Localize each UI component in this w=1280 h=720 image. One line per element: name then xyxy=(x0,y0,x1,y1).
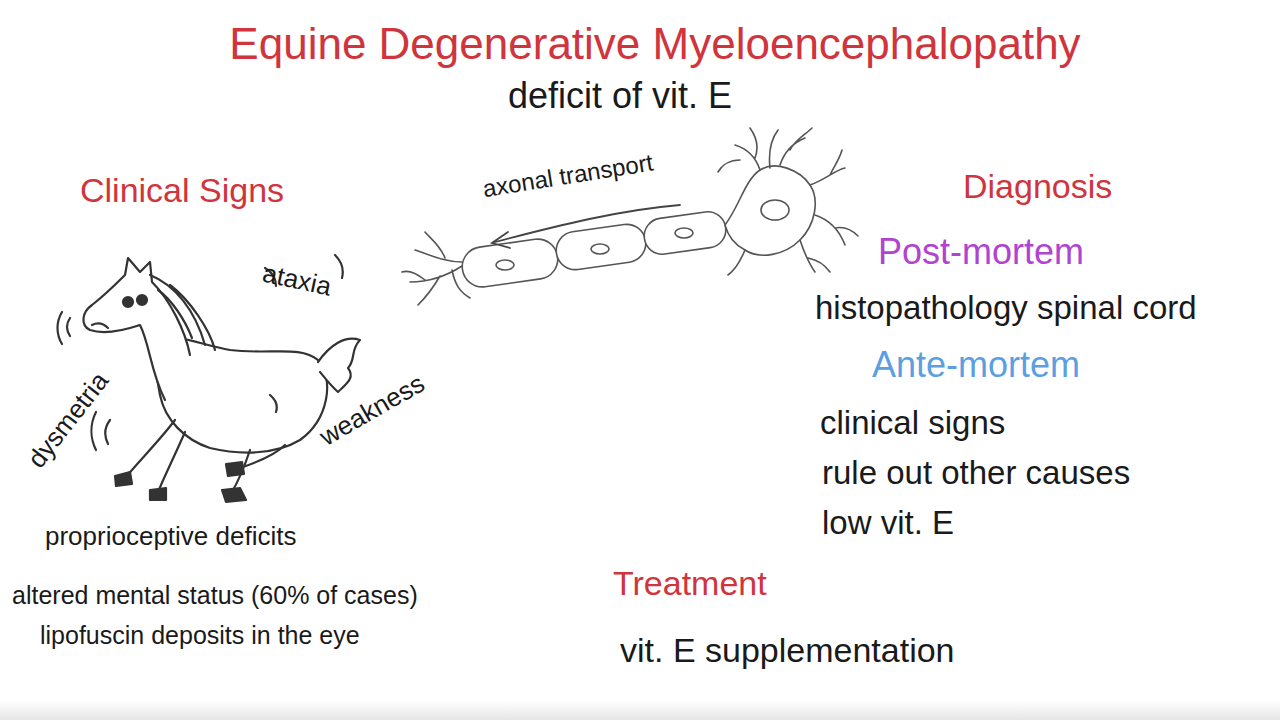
section-heading: Treatment xyxy=(613,565,767,602)
schwann-nucleus xyxy=(675,228,693,238)
sign-label: dysmetria xyxy=(22,367,114,473)
sign-label: proprioceptive deficits xyxy=(45,522,296,551)
cell-body xyxy=(725,166,815,255)
horse-hoof xyxy=(222,488,246,502)
diagnosis-item: clinical signs xyxy=(820,405,1005,441)
diagnosis-item: low vit. E xyxy=(822,505,954,541)
transport-arrowhead xyxy=(492,232,510,248)
horse-hoof xyxy=(115,472,132,486)
section-heading: Diagnosis xyxy=(963,168,1112,205)
motion-lines xyxy=(58,255,343,450)
horse-tail xyxy=(318,339,360,392)
schwann-nucleus xyxy=(496,260,514,270)
section-heading: Clinical Signs xyxy=(80,172,284,209)
cell-nucleus xyxy=(761,200,789,220)
horse-hoof xyxy=(150,488,166,500)
sign-label: altered mental status (60% of cases) xyxy=(12,582,418,610)
horse-mouth xyxy=(92,324,108,328)
horse-eye xyxy=(123,297,133,307)
myelin-sheath xyxy=(554,222,648,272)
title: Equine Degenerative Myeloencephalopathy xyxy=(229,20,1080,68)
subheading: Ante-mortem xyxy=(872,345,1080,385)
horse-hoof xyxy=(226,462,244,476)
dendrites xyxy=(718,128,858,275)
arrow-label: axonal transport xyxy=(481,150,655,203)
diagnosis-item: rule out other causes xyxy=(822,455,1130,491)
subheading: Post-mortem xyxy=(878,232,1084,272)
treatment-item: vit. E supplementation xyxy=(620,632,955,669)
bottom-shade xyxy=(0,700,1280,720)
subtitle: deficit of vit. E xyxy=(508,76,732,116)
sign-label: lipofuscin deposits in the eye xyxy=(40,622,360,650)
axon-terminal xyxy=(402,232,470,305)
diagnosis-item: histopathology spinal cord xyxy=(815,290,1197,326)
neuron-drawing xyxy=(402,128,858,305)
myelin-sheath xyxy=(460,237,561,290)
horse-mane xyxy=(150,275,215,350)
horse-leg xyxy=(125,420,185,492)
transport-arrow xyxy=(495,205,680,242)
myelin-sheath xyxy=(642,209,728,256)
schwann-nucleus xyxy=(591,244,609,254)
horse-eye xyxy=(137,295,147,305)
sign-label: ataxia xyxy=(260,259,334,301)
